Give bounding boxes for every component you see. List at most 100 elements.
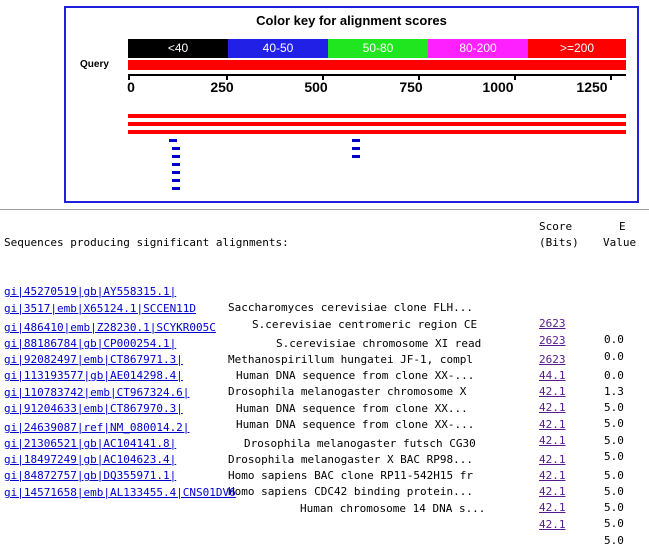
score-link[interactable]: 2623 [539, 317, 566, 330]
description: Drosophila melanogaster futsch CG30 [244, 437, 476, 450]
hit-dash[interactable] [169, 139, 177, 142]
accession-link[interactable]: gi|84872757|gb|DQ355971.1| [4, 469, 177, 482]
description: Homo sapiens CDC42 binding protein... [228, 485, 474, 498]
accession-link[interactable]: gi|3517|emb|X65124.1|SCCEN11D [4, 302, 197, 315]
hit-bar[interactable] [128, 114, 626, 118]
axis-tick [128, 74, 130, 80]
axis-tick-label: 0 [127, 79, 135, 95]
value-header: Value [603, 236, 637, 249]
e-value: 0.0 [604, 333, 624, 346]
accession-link[interactable]: gi|18497249|gb|AC104623.4| [4, 453, 177, 466]
table-row: gi|14571658|emb|AL133455.4|CNS01DV6 Huma… [4, 469, 624, 547]
table-row: gi|18497249|gb|AC104623.4| Homo sapiens … [4, 436, 624, 514]
axis-tick [226, 74, 228, 80]
accession-link[interactable]: gi|21306521|gb|AC104141.8| [4, 437, 177, 450]
table-row: gi|486410|emb|Z28230.1|SCYKR005C S.cerev… [4, 304, 624, 382]
e-value: 5.0 [604, 469, 624, 482]
results-title: Sequences producing significant alignmen… [4, 236, 289, 249]
color-key-ge200: >=200 [528, 39, 626, 58]
description: Saccharomyces cerevisiae clone FLH... [228, 301, 474, 314]
e-value: 5.0 [604, 485, 624, 498]
hit-dash[interactable] [172, 155, 180, 158]
table-row: gi|21306521|gb|AC104141.8| Drosophila me… [4, 420, 624, 498]
score-header: Score [539, 220, 573, 233]
accession-link[interactable]: gi|91204633|emb|CT867970.3| [4, 402, 183, 415]
description: Methanospirillum hungatei JF-1, compl [228, 353, 474, 366]
description: Homo sapiens BAC clone RP11-542H15 fr [228, 469, 474, 482]
axis-tick-label: 750 [399, 79, 423, 95]
accession-link[interactable]: gi|110783742|emb|CT967324.6| [4, 386, 190, 399]
query-bar [128, 60, 626, 70]
color-key-lt40: <40 [128, 39, 228, 58]
axis-tick-label: 1250 [576, 79, 608, 95]
description: Human DNA sequence from clone XX... [236, 402, 468, 415]
score-link[interactable]: 2623 [539, 334, 566, 347]
hit-dash[interactable] [172, 163, 180, 166]
e-value: 5.0 [604, 450, 624, 463]
description: Drosophila melanogaster X BAC RP98... [228, 453, 474, 466]
hit-dash[interactable] [172, 147, 180, 150]
hit-dash[interactable] [352, 139, 360, 142]
axis-tick-label: 250 [210, 79, 234, 95]
description: Human chromosome 14 DNA s... [300, 502, 486, 515]
score-link[interactable]: 42.1 [539, 453, 566, 466]
e-value: 5.0 [604, 534, 624, 547]
description: S.cerevisiae centromeric region CE [252, 318, 478, 331]
score-link[interactable]: 42.1 [539, 501, 566, 514]
table-row: gi|3517|emb|X65124.1|SCCEN11D S.cerevisi… [4, 285, 624, 363]
axis-tick-label: 500 [304, 79, 328, 95]
score-link[interactable]: 42.1 [539, 418, 566, 431]
table-row: gi|92082497|emb|CT867971.3| Human DNA se… [4, 336, 624, 414]
accession-link[interactable]: gi|45270519|gb|AY558315.1| [4, 285, 177, 298]
hit-dash[interactable] [352, 147, 360, 150]
description: Human DNA sequence from clone XX-... [236, 369, 475, 382]
score-link[interactable]: 42.1 [539, 485, 566, 498]
table-row: gi|45270519|gb|AY558315.1| Saccharomyces… [4, 268, 624, 346]
color-key-40-50: 40-50 [228, 39, 328, 58]
axis-tick [322, 74, 324, 80]
hit-dash[interactable] [352, 155, 360, 158]
accession-link[interactable]: gi|14571658|emb|AL133455.4|CNS01DV6 [4, 486, 236, 499]
description: Drosophila melanogaster chromosome X [228, 385, 467, 398]
axis-tick [418, 74, 420, 80]
table-row: gi|24639087|ref|NM_080014.2| Drosophila … [4, 404, 624, 482]
e-value: 5.0 [604, 517, 624, 530]
accession-link[interactable]: gi|113193577|gb|AE014298.4| [4, 369, 183, 382]
hit-dash[interactable] [172, 179, 180, 182]
score-link[interactable]: 2623 [539, 353, 566, 366]
color-key-50-80: 50-80 [328, 39, 428, 58]
description: Human DNA sequence from clone XX-... [236, 418, 475, 431]
table-row: gi|91204633|emb|CT867970.3| Human DNA se… [4, 385, 624, 463]
accession-link[interactable]: gi|88186784|gb|CP000254.1| [4, 337, 177, 350]
score-link[interactable]: 42.1 [539, 434, 566, 447]
e-value: 0.0 [604, 350, 624, 363]
score-link[interactable]: 42.1 [539, 518, 566, 531]
e-value: 1.3 [604, 385, 624, 398]
color-key-title: Color key for alignment scores [256, 13, 447, 28]
e-value: 0.0 [604, 369, 624, 382]
e-value: 5.0 [604, 501, 624, 514]
score-link[interactable]: 42.1 [539, 469, 566, 482]
e-value: 5.0 [604, 434, 624, 447]
accession-link[interactable]: gi|486410|emb|Z28230.1|SCYKR005C [4, 321, 216, 334]
axis-tick [514, 74, 516, 80]
score-link[interactable]: 42.1 [539, 401, 566, 414]
hit-bar[interactable] [128, 122, 626, 126]
hit-dash[interactable] [172, 187, 180, 190]
e-header: E [619, 220, 626, 233]
hit-bar[interactable] [128, 130, 626, 134]
table-row: gi|113193577|gb|AE014298.4| Drosophila m… [4, 352, 624, 430]
color-key-80-200: 80-200 [428, 39, 528, 58]
hit-dash[interactable] [172, 171, 180, 174]
axis-tick [610, 74, 612, 80]
score-link[interactable]: 44.1 [539, 369, 566, 382]
bits-header: (Bits) [539, 236, 579, 249]
accession-link[interactable]: gi|24639087|ref|NM_080014.2| [4, 421, 190, 434]
accession-link[interactable]: gi|92082497|emb|CT867971.3| [4, 353, 183, 366]
e-value: 5.0 [604, 417, 624, 430]
section-divider [0, 209, 649, 210]
score-link[interactable]: 42.1 [539, 385, 566, 398]
table-row: gi|110783742|emb|CT967324.6| Human DNA s… [4, 369, 624, 447]
description: S.cerevisiae chromosome XI read [276, 337, 482, 350]
query-label: Query [80, 59, 109, 70]
